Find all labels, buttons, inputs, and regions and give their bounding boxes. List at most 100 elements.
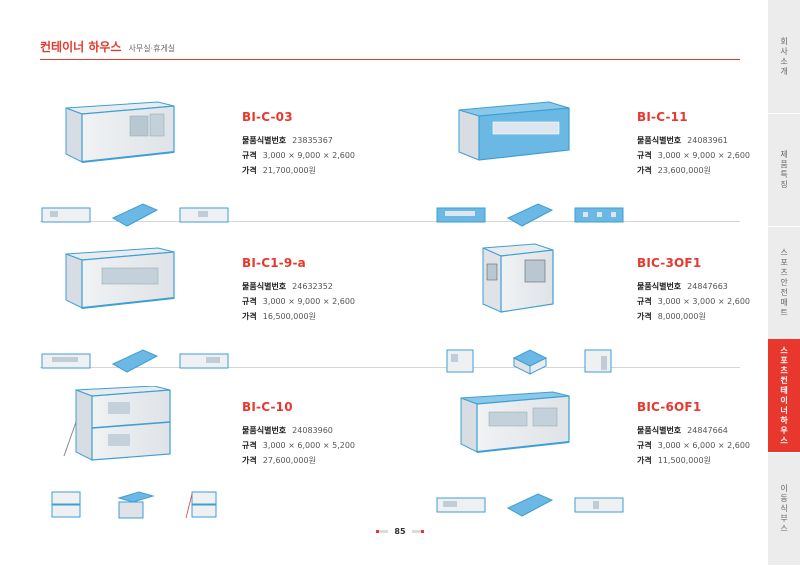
spec-label: 규격 bbox=[242, 441, 257, 450]
price-label: 가격 bbox=[637, 456, 652, 465]
id-label: 물품식별번호 bbox=[242, 282, 287, 291]
row-divider bbox=[40, 367, 740, 368]
page-dash-left bbox=[376, 529, 389, 533]
page-dash-right bbox=[411, 529, 424, 533]
price-label: 가격 bbox=[637, 166, 652, 175]
id-value: 24083960 bbox=[292, 426, 333, 435]
product-code: BI-C1-9-a bbox=[242, 256, 306, 270]
thumbnail-image[interactable] bbox=[573, 490, 625, 520]
price-value: 11,500,000원 bbox=[657, 456, 711, 465]
id-value: 23835367 bbox=[292, 136, 333, 145]
tab-company-intro[interactable]: 회사소개 bbox=[768, 0, 800, 114]
product-code: BI-C-03 bbox=[242, 110, 293, 124]
thumbnail-row bbox=[435, 490, 625, 520]
product-info: BIC-6OF1 물품식별번호 24847664 규격 3,000 × 6,000 … bbox=[637, 400, 750, 468]
thumbnail-image[interactable] bbox=[40, 490, 92, 520]
product-code: BIC-6OF1 bbox=[637, 400, 702, 414]
thumbnail-image[interactable] bbox=[504, 200, 556, 230]
spec-label: 규격 bbox=[637, 297, 652, 306]
spec-label: 규격 bbox=[637, 441, 652, 450]
id-label: 물품식별번호 bbox=[637, 136, 682, 145]
product-info: BIC-3OF1 물품식별번호 24847663 규격 3,000 × 3,000 … bbox=[637, 256, 750, 324]
page-subtitle: 사무실·휴게실 bbox=[128, 44, 176, 53]
header-rule bbox=[40, 59, 740, 60]
price-label: 가격 bbox=[242, 456, 257, 465]
thumbnail-image[interactable] bbox=[178, 490, 230, 520]
thumbnail-row bbox=[40, 346, 230, 376]
spec-value: 3,000 × 9,000 × 2,600 bbox=[262, 151, 356, 160]
thumbnail-image[interactable] bbox=[178, 346, 230, 376]
container-image bbox=[482, 243, 554, 313]
page-header: 컨테이너 하우스 사무실·휴게실 bbox=[40, 38, 175, 55]
thumbnail-image[interactable] bbox=[40, 200, 92, 230]
thumbnail-image[interactable] bbox=[109, 346, 161, 376]
container-image bbox=[65, 101, 175, 163]
spec-label: 규격 bbox=[637, 151, 652, 160]
page-number-text: 85 bbox=[394, 526, 406, 536]
tab-sports-safety-mat[interactable]: 스포츠안전매트 bbox=[768, 226, 800, 340]
id-label: 물품식별번호 bbox=[637, 426, 682, 435]
thumbnail-image[interactable] bbox=[435, 346, 487, 376]
product-code: BI-C-11 bbox=[637, 110, 688, 124]
thumbnail-image[interactable] bbox=[178, 200, 230, 230]
id-value: 24632352 bbox=[292, 282, 333, 291]
spec-value: 3,000 × 9,000 × 2,600 bbox=[657, 151, 751, 160]
thumbnail-image[interactable] bbox=[573, 200, 625, 230]
price-label: 가격 bbox=[242, 166, 257, 175]
thumbnail-image[interactable] bbox=[109, 490, 161, 520]
container-image bbox=[65, 247, 175, 309]
container-image bbox=[460, 391, 570, 453]
page-title: 컨테이너 하우스 bbox=[40, 40, 122, 54]
id-label: 물품식별번호 bbox=[242, 426, 287, 435]
id-value: 24847663 bbox=[687, 282, 728, 291]
tab-label: 회사소개 bbox=[779, 36, 789, 77]
price-value: 16,500,000원 bbox=[262, 312, 316, 321]
thumbnail-row bbox=[435, 346, 625, 376]
thumbnail-image[interactable] bbox=[40, 346, 92, 376]
product-card: BI-C-03 물품식별번호 23835367 규격 3,000 × 9,000 ×… bbox=[40, 94, 400, 234]
thumbnail-image[interactable] bbox=[109, 200, 161, 230]
thumbnail-row bbox=[40, 490, 230, 520]
price-label: 가격 bbox=[637, 312, 652, 321]
spec-value: 3,000 × 3,000 × 2,600 bbox=[657, 297, 751, 306]
product-code: BIC-3OF1 bbox=[637, 256, 702, 270]
thumbnail-image[interactable] bbox=[573, 346, 625, 376]
row-divider bbox=[40, 221, 740, 222]
tab-mobile-booth[interactable]: 이동식부스 bbox=[768, 452, 800, 566]
id-label: 물품식별번호 bbox=[637, 282, 682, 291]
price-value: 21,700,000원 bbox=[262, 166, 316, 175]
tab-label: 이동식부스 bbox=[779, 483, 789, 534]
spec-label: 규격 bbox=[242, 297, 257, 306]
container-image bbox=[458, 101, 570, 161]
price-value: 23,600,000원 bbox=[657, 166, 711, 175]
product-card: BIC-3OF1 물품식별번호 24847663 규격 3,000 × 3,000 … bbox=[435, 240, 795, 380]
thumbnail-image[interactable] bbox=[435, 490, 487, 520]
product-info: BI-C1-9-a 물품식별번호 24632352 규격 3,000 × 9,000… bbox=[242, 256, 355, 324]
spec-value: 3,000 × 9,000 × 2,600 bbox=[262, 297, 356, 306]
thumbnail-row bbox=[40, 200, 230, 230]
thumbnail-image[interactable] bbox=[504, 490, 556, 520]
tab-label: 제품특징 bbox=[779, 149, 789, 190]
tab-label: 스포츠안전매트 bbox=[779, 247, 789, 318]
tab-sports-container-house[interactable]: 스포츠컨테이너하우스 bbox=[768, 339, 800, 453]
thumbnail-row bbox=[435, 200, 625, 230]
page-number: 85 bbox=[370, 524, 430, 538]
spec-label: 규격 bbox=[242, 151, 257, 160]
id-value: 24847664 bbox=[687, 426, 728, 435]
thumbnail-image[interactable] bbox=[435, 200, 487, 230]
id-label: 물품식별번호 bbox=[242, 136, 287, 145]
tab-label: 스포츠컨테이너하우스 bbox=[779, 345, 789, 446]
price-label: 가격 bbox=[242, 312, 257, 321]
sidebar: 회사소개 제품특징 스포츠안전매트 스포츠컨테이너하우스 이동식부스 bbox=[768, 0, 800, 566]
spec-value: 3,000 × 6,000 × 2,600 bbox=[657, 441, 751, 450]
spec-value: 3,000 × 6,000 × 5,200 bbox=[262, 441, 356, 450]
price-value: 8,000,000원 bbox=[657, 312, 706, 321]
product-card: BIC-6OF1 물품식별번호 24847664 규격 3,000 × 6,000 … bbox=[435, 384, 795, 524]
tab-product-features[interactable]: 제품특징 bbox=[768, 113, 800, 227]
thumbnail-image[interactable] bbox=[504, 346, 556, 376]
price-value: 27,600,000원 bbox=[262, 456, 316, 465]
